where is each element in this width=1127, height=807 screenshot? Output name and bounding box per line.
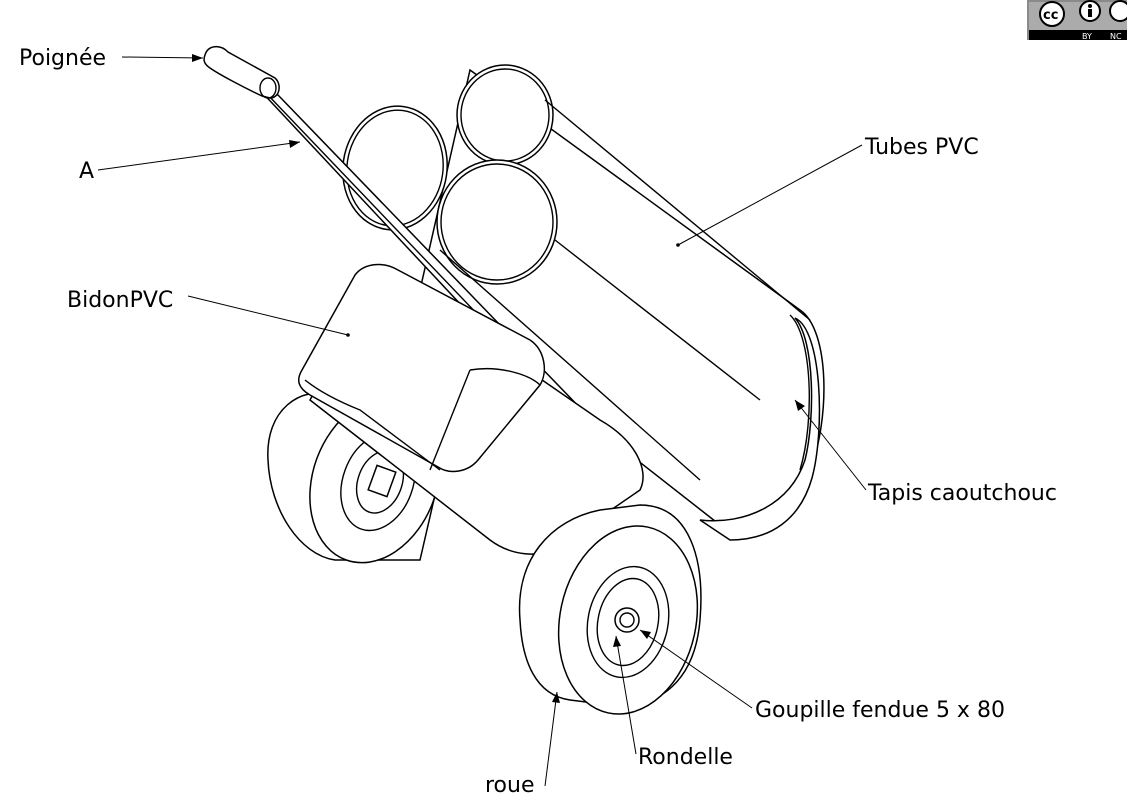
label-rondelle: Rondelle xyxy=(638,745,733,770)
by-text: BY xyxy=(1082,32,1092,41)
label-goupille: Goupille fendue 5 x 80 xyxy=(755,698,1005,723)
by-person-icon xyxy=(1088,4,1092,8)
label-bidon-pvc: BidonPVC xyxy=(67,288,173,313)
label-a: A xyxy=(79,159,94,184)
tubes-pvc xyxy=(342,64,825,527)
cc-icon: cc xyxy=(1043,8,1058,23)
nc-icon xyxy=(1109,0,1127,22)
bidon-pvc xyxy=(297,263,644,555)
labels: Poignée A Tubes PVC BidonPVC Tapis caout… xyxy=(19,46,1057,798)
label-roue: roue xyxy=(485,773,535,798)
rubber-mat xyxy=(699,317,821,541)
label-tubes-pvc: Tubes PVC xyxy=(864,135,979,160)
label-tapis-caoutchouc: Tapis caoutchouc xyxy=(867,481,1057,506)
cc-license-badge: cc BY NC xyxy=(1027,0,1127,41)
front-wheel xyxy=(518,504,702,715)
leader-lines xyxy=(97,54,867,787)
nc-text: NC xyxy=(1110,32,1122,41)
label-poignee: Poignée xyxy=(19,46,106,71)
